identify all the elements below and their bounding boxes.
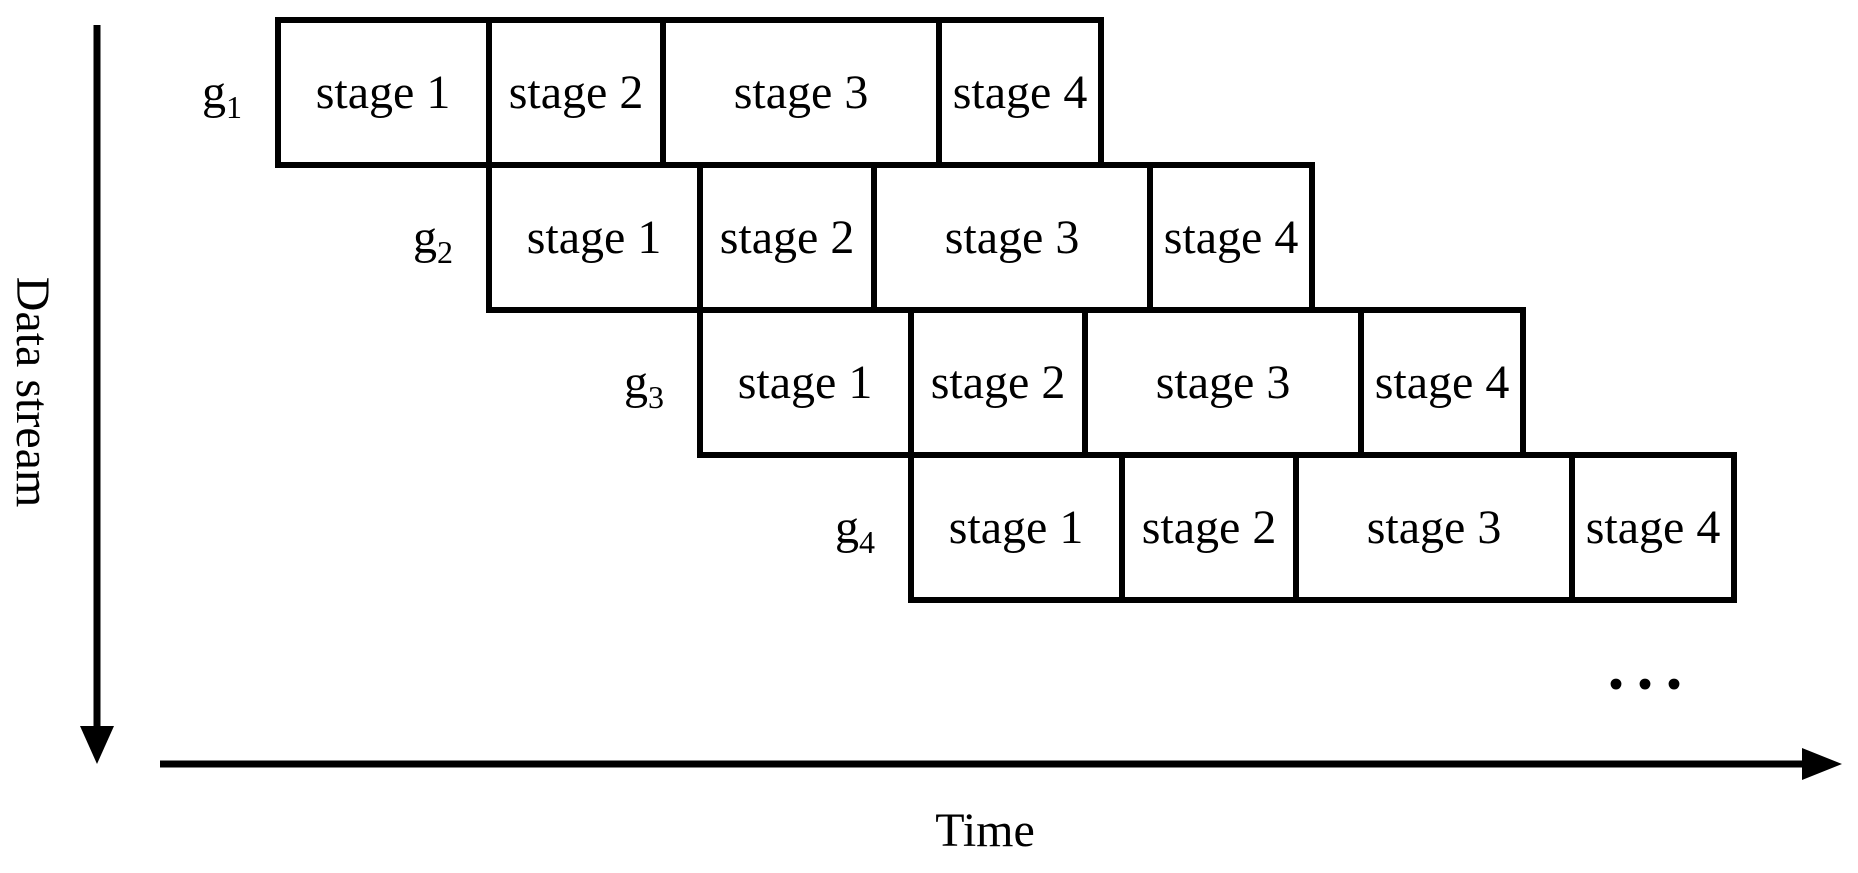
stage-label-g1-stage2: stage 2 — [509, 66, 644, 119]
stage-label-g1-stage1: stage 1 — [316, 66, 451, 119]
stage-label-g3-stage4: stage 4 — [1375, 356, 1510, 409]
group-label-g3: g3 — [624, 356, 664, 415]
stage-box-g3-stage1 — [697, 307, 914, 458]
group-label-g2: g2 — [413, 211, 453, 270]
stage-label-g3-stage2: stage 2 — [931, 356, 1066, 409]
time-axis: Time — [160, 748, 1842, 857]
stage-box-g2-stage4 — [1147, 162, 1315, 313]
stage-box-g3-stage4 — [1358, 307, 1526, 458]
stage-label-g3-stage1: stage 1 — [738, 356, 873, 409]
group-label-g4: g4 — [835, 501, 875, 560]
right-arrowhead-icon — [1802, 748, 1842, 780]
pipeline-row-g4: g4 stage 1 stage 2 stage 3 stage 4 — [835, 452, 1737, 603]
pipeline-row-g2: g2 stage 1 stage 2 stage 3 stage 4 — [413, 162, 1315, 313]
data-stream-axis: Data stream — [6, 25, 114, 764]
stage-box-g1-stage1 — [275, 17, 492, 168]
stage-box-g3-stage2 — [908, 307, 1088, 458]
stage-box-g1-stage4 — [936, 17, 1104, 168]
pipeline-row-g1: g1 stage 1 stage 2 stage 3 stage 4 — [202, 17, 1104, 168]
stage-label-g3-stage3: stage 3 — [1156, 356, 1291, 409]
down-arrowhead-icon — [80, 726, 114, 764]
stage-box-g4-stage2 — [1119, 452, 1299, 603]
stage-label-g4-stage2: stage 2 — [1142, 501, 1277, 554]
stage-label-g2-stage4: stage 4 — [1164, 211, 1299, 264]
stage-box-g4-stage4 — [1569, 452, 1737, 603]
stage-label-g4-stage3: stage 3 — [1367, 501, 1502, 554]
stage-box-g2-stage2 — [697, 162, 877, 313]
stage-label-g2-stage2: stage 2 — [720, 211, 855, 264]
pipeline-row-g3: g3 stage 1 stage 2 stage 3 stage 4 — [624, 307, 1526, 458]
stage-box-g4-stage1 — [908, 452, 1125, 603]
group-label-g1: g1 — [202, 66, 242, 125]
x-axis-label: Time — [935, 804, 1035, 857]
stage-label-g4-stage4: stage 4 — [1586, 501, 1721, 554]
stage-label-g1-stage4: stage 4 — [953, 66, 1088, 119]
stage-label-g2-stage3: stage 3 — [945, 211, 1080, 264]
continuation-ellipsis: ... — [1605, 606, 1692, 708]
stage-label-g2-stage1: stage 1 — [527, 211, 662, 264]
stage-label-g1-stage3: stage 3 — [734, 66, 869, 119]
stage-box-g2-stage1 — [486, 162, 703, 313]
y-axis-label: Data stream — [6, 277, 59, 508]
stage-label-g4-stage1: stage 1 — [949, 501, 1084, 554]
